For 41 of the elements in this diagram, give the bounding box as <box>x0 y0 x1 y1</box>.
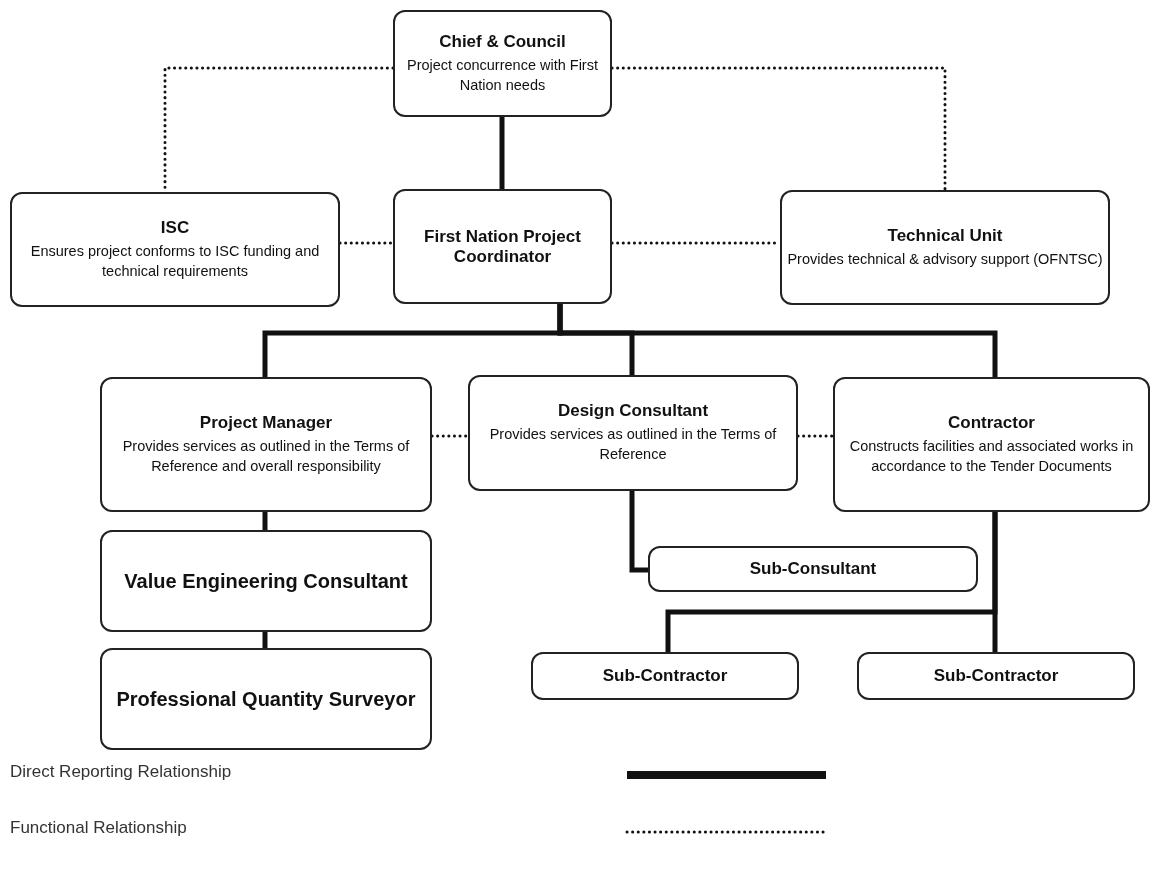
box-title: First Nation Project Coordinator <box>423 226 582 267</box>
box-title: Sub-Contractor <box>933 666 1059 686</box>
dotted-connector <box>430 434 470 438</box>
box-title: Sub-Contractor <box>602 666 728 686</box>
box-title: Project Manager <box>199 412 333 433</box>
box-title: Contractor <box>948 412 1035 433</box>
legend-text: Functional Relationship <box>10 818 187 838</box>
connector-line <box>262 629 268 651</box>
box-description: Provides technical & advisory support (OFNTSC) <box>787 249 1103 269</box>
legend-text: Direct Reporting Relationship <box>10 762 232 782</box>
org-box <box>393 189 612 304</box>
box-description: Ensures project conforms to ISC funding and technical requirements <box>29 241 321 281</box>
org-box <box>780 190 1110 305</box>
dotted-connector <box>796 434 835 438</box>
dotted-connector <box>338 241 395 245</box>
connector-line <box>262 509 268 533</box>
connector-line <box>499 114 505 192</box>
box-title: ISC <box>160 217 190 238</box>
org-box <box>648 546 978 592</box>
box-title: Design Consultant <box>557 401 709 422</box>
org-box <box>833 377 1150 512</box>
dotted-connector <box>610 66 947 192</box>
connector-line <box>992 509 998 655</box>
org-box <box>857 652 1135 700</box>
box-description: Provides services as outlined in the Terms of Reference <box>488 425 778 464</box>
org-box <box>10 192 340 307</box>
org-box <box>393 10 612 117</box>
box-description: Constructs facilities and associated works in accordance to the Tender Documents <box>848 436 1135 476</box>
org-box <box>531 652 799 700</box>
org-box <box>468 375 798 491</box>
box-description: Provides services as outlined in the Terms of Reference and overall responsibility <box>121 436 411 476</box>
box-title: Chief & Council <box>439 31 566 52</box>
box-title: Value Engineering Consultant <box>124 569 408 593</box>
org-box <box>100 377 432 512</box>
box-description: Project concurrence with First Nation needs <box>406 55 599 95</box>
org-box <box>100 648 432 750</box>
connector-line <box>557 301 998 380</box>
box-title: Sub-Consultant <box>749 559 877 579</box>
org-box <box>100 530 432 632</box>
box-title: Technical Unit <box>887 225 1003 246</box>
box-title: Professional Quantity Surveyor <box>116 687 416 711</box>
